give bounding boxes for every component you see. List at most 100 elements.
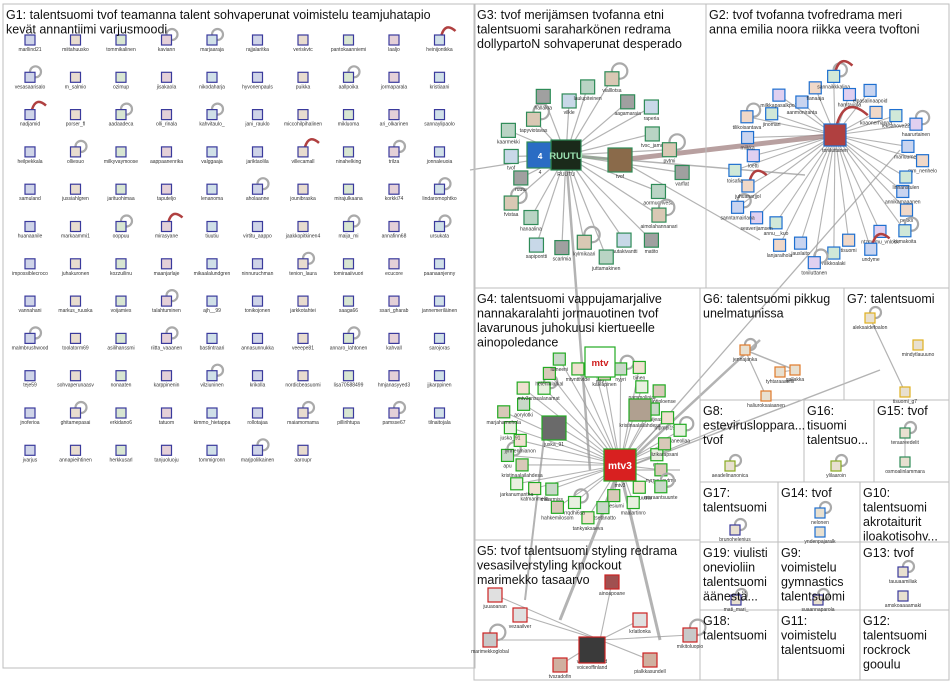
node-mirasyane[interactable]: mirasyane [155, 214, 183, 240]
node-vezaailver[interactable]: vezaailver [509, 608, 532, 630]
node-malmbrushwood[interactable]: malmbrushwood [12, 327, 49, 351]
node-aadaadeca[interactable]: aadaadeca [109, 104, 134, 128]
node-ninnuruchman[interactable]: ninnuruchman [242, 259, 274, 277]
node-rollotajaa[interactable]: rollotajaa [247, 408, 268, 426]
node-voijamies[interactable]: voijamies [111, 296, 132, 314]
node-miccohilpihalinen[interactable]: miccohilpihalinen [284, 110, 322, 128]
node-annasunnukka[interactable]: annasunnukka [241, 333, 274, 351]
node-kristiaani[interactable]: kristiaani [430, 72, 450, 90]
node-pantokaanniemi[interactable]: pantokaanniemi [331, 35, 366, 53]
node-marllind21[interactable]: marllind21 [18, 35, 41, 53]
node-pvtmi[interactable]: pvtmi [662, 134, 684, 164]
node-vesasaarisalo[interactable]: vesasaarisalo [15, 66, 46, 90]
node-valggaaja[interactable]: valggaaja [201, 147, 223, 165]
node-ajh__99[interactable]: ajh__99 [203, 296, 221, 314]
node-hallakra[interactable]: hallakra [535, 89, 553, 111]
node-vilziuninen[interactable]: vilziuninen [200, 365, 224, 389]
node-mtv3[interactable]: mtv3 [517, 382, 529, 402]
node-markus_ruuska[interactable]: markus_ruuska [58, 296, 92, 314]
node-riitta_vaaanen[interactable]: riitta_vaaanen [151, 327, 183, 351]
node-tvof[interactable]: tvof [504, 149, 518, 171]
node-amskoaaaamaki[interactable]: amskoaaaamaki [885, 591, 921, 609]
node-jannemerilinen[interactable]: jannemeriläinen [421, 296, 458, 314]
node-miitahuusko[interactable]: miitahuusko [62, 35, 89, 53]
node-sohvaperunaasv[interactable]: sohvaperunaasv [57, 371, 94, 389]
node-jennajanka[interactable]: jennajanka [732, 339, 757, 363]
node-osmoalinlammara[interactable]: osmoalinlammara [885, 457, 925, 475]
node-porser_fl[interactable]: porser_fl [66, 110, 85, 128]
node-nammolinjal[interactable]: nammolinjal [628, 381, 655, 401]
node-aholaanne[interactable]: aholaanne [246, 178, 270, 202]
node-paanaanjenny[interactable]: paanaanjenny [424, 259, 456, 277]
node-maija_mi[interactable]: maija_mi [338, 216, 359, 240]
node-lanjaraihola[interactable]: lanjaraihola [767, 239, 793, 259]
node-loetti[interactable]: loetti [747, 150, 759, 170]
node-ghitamepasai[interactable]: ghitamepasai [61, 402, 91, 426]
node-tiuutiu[interactable]: tiuutiu [205, 222, 219, 240]
node-juska_91[interactable]: juska_91 [542, 416, 566, 448]
node-aeadelinanonica[interactable]: aeadelinanonica [712, 455, 749, 479]
node-juhakuronen[interactable]: juhakuronen [61, 259, 90, 277]
node-jnoferioa[interactable]: jnoferioa [19, 408, 39, 426]
node-marjaaraja[interactable]: marjaaraja [200, 29, 224, 53]
node-nelonen[interactable]: nelonen [811, 502, 831, 526]
node-ari_olkarinen[interactable]: ari_olkarinen [380, 110, 409, 128]
node-mirajulkaana[interactable]: mirajulkaana [334, 184, 363, 202]
node-annafinn68[interactable]: annafinn68 [382, 222, 407, 240]
node-krlatlonka[interactable]: krlatlonka [629, 613, 651, 635]
node-aagamaraia[interactable]: aagamaraia [614, 95, 641, 117]
node-rautakivantti[interactable]: rautakivantti [611, 233, 638, 255]
node-kozzuilinu[interactable]: kozzuilinu [110, 259, 132, 277]
node-veeepe81[interactable]: veeepe81 [292, 333, 314, 351]
node-taputeljo[interactable]: taputeljo [157, 184, 176, 202]
node-tommigronn[interactable]: tommigronn [199, 445, 226, 463]
node-samuland[interactable]: samuland [19, 184, 41, 202]
node-nikodaharja[interactable]: nikodaharja [199, 72, 225, 90]
node-korkki74[interactable]: korkki74 [385, 184, 404, 202]
node-hanaalina[interactable]: hanaalina [520, 211, 542, 233]
node-tilnaitojala[interactable]: tilnaitojala [428, 408, 450, 426]
node-tonikojonen[interactable]: tonikojonen [245, 296, 271, 314]
node-maanjarlaje[interactable]: maanjarlaje [154, 259, 180, 277]
node-hyvonenpauls[interactable]: hyvonenpauls [242, 72, 273, 90]
node-jussiahlgren[interactable]: jussiahlgren [61, 184, 89, 202]
node-tilikoisantava[interactable]: tilikoisantava [733, 104, 762, 131]
node-ruutu[interactable]: ruutu [514, 171, 528, 193]
node-tisuomi[interactable]: tisuomi [841, 234, 857, 254]
node-tenion_laura[interactable]: tenion_laura [289, 253, 317, 277]
node-ozimup[interactable]: ozimup [113, 72, 129, 90]
node-rrqdhi6sa[interactable]: rrqdhi6sa [564, 489, 588, 516]
node-laaljo[interactable]: laaljo [388, 35, 400, 53]
node-sannaikkkalina[interactable]: sannaikkkalina [817, 61, 852, 90]
node-jjkarppinen[interactable]: jjkarppinen [426, 371, 451, 389]
node-voiceoffinland[interactable]: voiceoffinland [577, 637, 608, 671]
node-sarojoras[interactable]: sarojoras [429, 333, 450, 351]
node-aallpoika[interactable]: aallpoika [339, 66, 360, 90]
node-jounibraska[interactable]: jounibraska [289, 184, 316, 202]
node-mindytlauuuno[interactable]: mindytlauuuno [902, 340, 935, 358]
node-nordicbeasuomi[interactable]: nordicbeasuomi [285, 371, 320, 389]
node-toisafia[interactable]: toisafia [727, 164, 743, 184]
node-olli_rinala[interactable]: olli_rinala [156, 110, 177, 128]
node-rajjalaritka[interactable]: rajjalaritka [246, 35, 269, 53]
node-sapipontti[interactable]: sapipontti [526, 238, 547, 260]
node-mikluoma[interactable]: mikluoma [338, 110, 360, 128]
node-karppinenin[interactable]: karppinenin [154, 371, 180, 389]
node-tauuaamiliak[interactable]: tauuaamiliak [889, 561, 918, 585]
node-milkkapasalkpo1[interactable]: milkkapasalkpo1 [760, 89, 797, 109]
node-yndenpajaralk[interactable]: yndenpajaralk [804, 527, 836, 545]
node-heilpekkala[interactable]: heilpekkala [17, 147, 42, 165]
node-aaroupr[interactable]: aaroupr [294, 445, 312, 463]
node-jarkkotahtei[interactable]: jarkkotahtei [289, 296, 316, 314]
node-tatuom[interactable]: tatuom [159, 408, 174, 426]
node-pillirihtupa[interactable]: pillirihtupa [337, 408, 360, 426]
node-markaammi1[interactable]: markaammi1 [61, 222, 90, 240]
node-elpasalinaapoid[interactable]: elpasalinaapoid [853, 84, 888, 104]
node-jauslaito[interactable]: jauslaito [790, 237, 810, 257]
node-vannahani[interactable]: vannahani [18, 296, 41, 314]
node-mikitoluopio[interactable]: mikitoluopio [677, 620, 706, 650]
node-tvszadofin[interactable]: tvszadofin [549, 658, 572, 680]
node-nonaaten[interactable]: nonaaten [111, 371, 132, 389]
node-virtitu_aappo[interactable]: virtitu_aappo [243, 222, 272, 240]
node-jormaparala[interactable]: jormaparala [380, 72, 408, 90]
